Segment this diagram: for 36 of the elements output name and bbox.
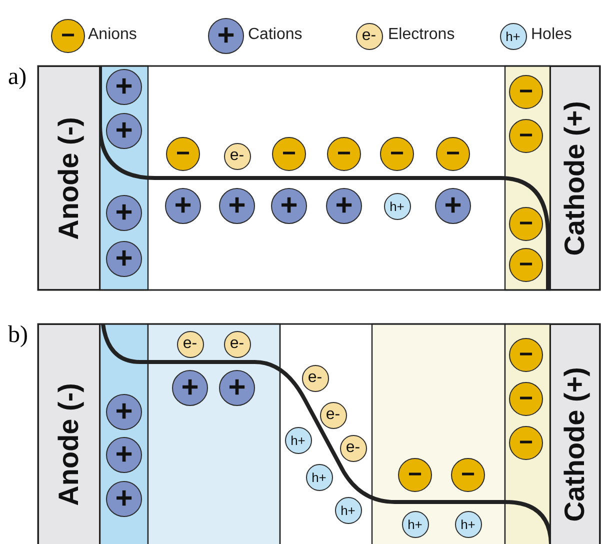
electrode-panel	[550, 324, 600, 544]
electron-token: e-	[340, 434, 366, 462]
electron-token: e-	[302, 364, 328, 392]
hole-token: h+	[306, 464, 332, 490]
cation-token: +	[219, 188, 255, 224]
electron-token: e-	[224, 142, 250, 170]
legend-label: Cations	[248, 26, 302, 44]
anion-token: −	[166, 137, 200, 171]
hole-token: h+	[284, 426, 312, 454]
anion-token: −	[436, 137, 470, 171]
anion-token: −	[272, 137, 306, 171]
hole-token: h+	[334, 496, 362, 524]
cation-token: +	[435, 188, 471, 224]
electron-token: e-	[356, 22, 382, 50]
electrode-panel	[38, 66, 100, 290]
panel-label: a)	[8, 64, 27, 91]
electron-token: e-	[320, 402, 346, 428]
panel-label: b)	[8, 322, 28, 349]
hole-token: h+	[384, 192, 410, 220]
electrode-label: Cathode (+)	[559, 366, 591, 522]
legend-label: Anions	[88, 26, 137, 44]
anion-token: −	[380, 137, 414, 171]
anion-token: −	[327, 137, 361, 171]
electrode-label: Cathode (+)	[559, 100, 591, 256]
cation-token: +	[271, 188, 307, 224]
electrode-label: Anode (-)	[53, 382, 85, 506]
legend-label: Electrons	[388, 26, 455, 44]
anion-token: −	[51, 19, 85, 53]
cation-token: +	[165, 188, 201, 224]
legend-label: Holes	[531, 26, 572, 44]
cation-token: +	[326, 188, 362, 224]
cation-token: +	[208, 18, 244, 54]
electrode-panel	[38, 324, 100, 544]
electrode-panel	[550, 66, 600, 290]
hole-token: h+	[500, 22, 526, 50]
electrode-label: Anode (-)	[53, 116, 85, 240]
